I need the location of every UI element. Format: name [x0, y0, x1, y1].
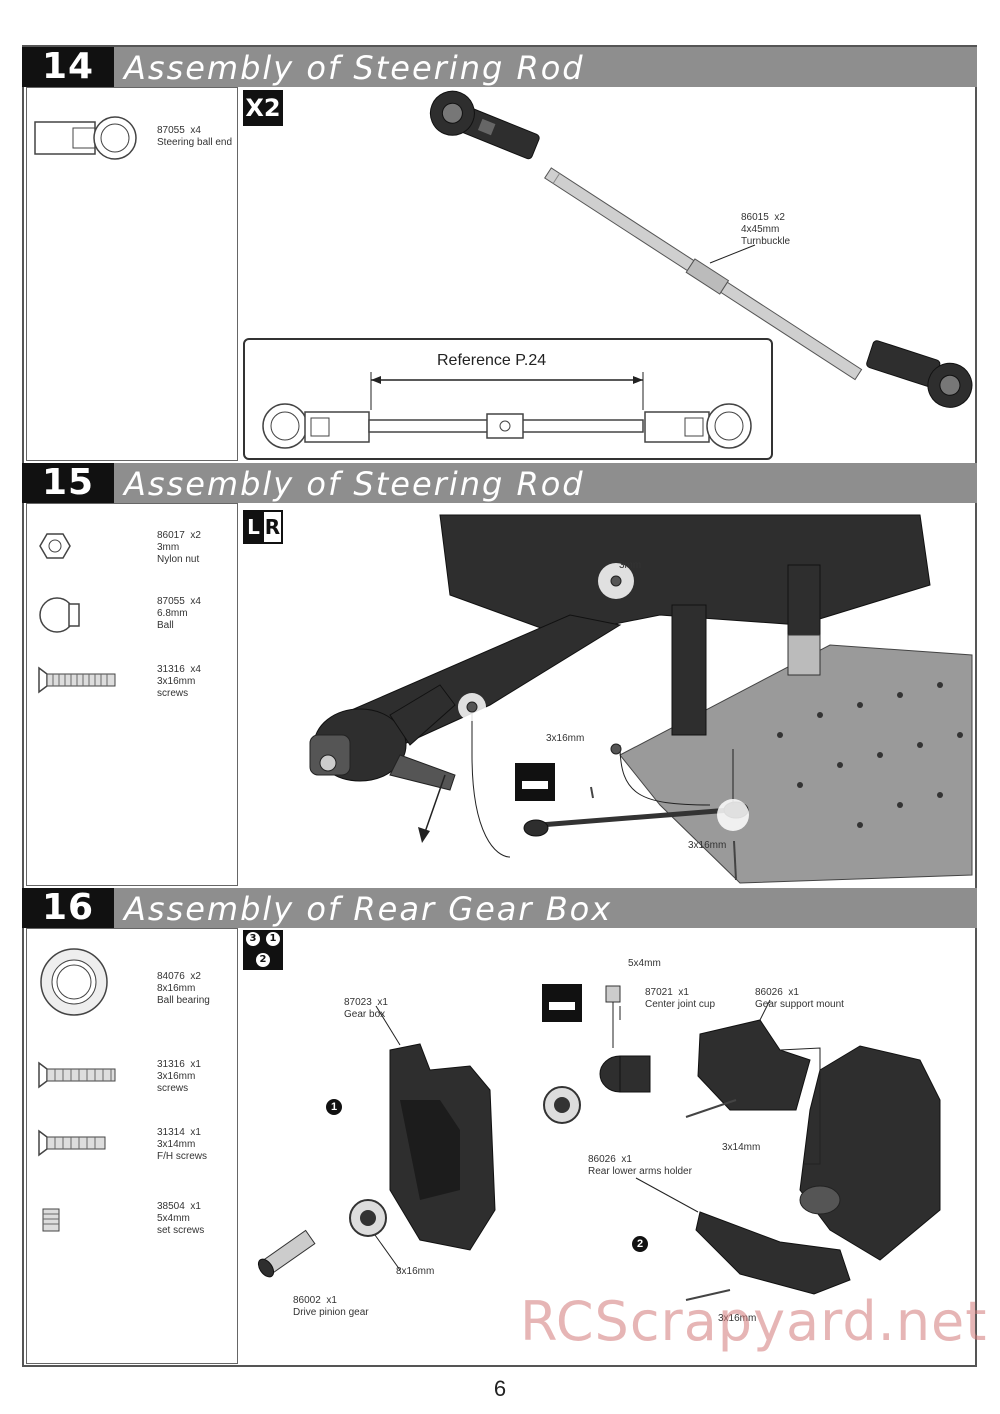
- section-14-title: Assembly of Steering Rod: [124, 49, 585, 87]
- rear-lower-arms-callout: 86026 x1 Rear lower arms holder: [588, 1154, 692, 1177]
- steering-rod-exploded-illustration: [429, 90, 973, 408]
- badge-right-letter: R: [264, 512, 281, 542]
- part-87055-code: 87055 x4: [157, 125, 201, 136]
- section-14-parts-panel: 87055 x4 Steering ball end: [26, 87, 238, 461]
- pinion-callout: 86002 x1 Drive pinion gear: [293, 1295, 369, 1318]
- section-16-header: 16 Assembly of Rear Gear Box: [22, 888, 977, 928]
- part-87055-desc: Steering ball end: [157, 137, 233, 148]
- section-14-header: 14 Assembly of Steering Rod: [22, 47, 977, 87]
- left-right-badge: L R: [243, 510, 283, 544]
- fh-screw-3x14-icon: [38, 1129, 106, 1157]
- gear-box-callout: 87023 x1 Gear box: [344, 997, 388, 1020]
- part-87055b-code: 87055 x4: [157, 596, 201, 607]
- part-31316-code: 31316 x4: [157, 664, 201, 675]
- page-number: 6: [493, 1376, 507, 1401]
- step-order-3: 3: [246, 932, 260, 946]
- set-screw-callout: 5x4mm: [628, 958, 661, 969]
- part-86017-desc: 3mm Nylon nut: [157, 542, 200, 565]
- nylon-nut-icon: [39, 533, 71, 559]
- steering-ball-end-icon: [34, 116, 137, 160]
- section-15-number: 15: [22, 463, 114, 503]
- section-15-header: 15 Assembly of Steering Rod: [22, 463, 977, 503]
- set-screw-icon: [42, 1208, 60, 1232]
- badge-left-letter: L: [247, 515, 260, 539]
- step-order-1: 1: [266, 932, 280, 946]
- screw-right-callout: 3x16mm: [688, 840, 727, 851]
- section-14-number: 14: [22, 47, 114, 87]
- part-31316-desc: 3x16mm screws: [157, 676, 196, 699]
- screw-left-callout: 3x16mm: [546, 733, 585, 744]
- step-order-2: 2: [256, 953, 270, 967]
- turnbuckle-callout: 86015 x2 4x45mm Turnbuckle: [741, 212, 791, 247]
- screw-3x14-callout: 3x14mm: [722, 1142, 761, 1153]
- watermark: RCScrapyard.net: [520, 1290, 988, 1353]
- reference-box: Reference P.24: [243, 338, 773, 460]
- front-steering-illustration: [309, 514, 973, 884]
- part-31314-desc: 3x14mm F/H screws: [157, 1139, 207, 1162]
- section-15-title: Assembly of Steering Rod: [124, 465, 585, 503]
- step-1-marker: 1: [326, 1099, 342, 1115]
- part-31316b-desc: 3x16mm screws: [157, 1071, 196, 1094]
- section-15-parts-panel: 86017 x2 3mm Nylon nut 87055 x4 6.8mm Ba…: [26, 503, 238, 886]
- section-16-parts-panel: 84076 x2 8x16mm Ball bearing 31316 x1 3x…: [26, 928, 238, 1364]
- part-87055b-desc: 6.8mm Ball: [157, 608, 188, 631]
- screw-3x16-callout: 3x16mm: [718, 1313, 757, 1324]
- ball-icon: [39, 597, 80, 633]
- assembled-rod-diagram: [262, 372, 752, 449]
- part-38504-code: 38504 x1: [157, 1201, 201, 1212]
- part-31314-code: 31314 x1: [157, 1127, 201, 1138]
- rear-gearbox-illustration: [257, 984, 941, 1301]
- page-frame: [22, 45, 977, 1367]
- section-16-number: 16: [22, 888, 114, 928]
- screw-3x16-icon: [38, 666, 116, 694]
- part-86017-code: 86017 x2: [157, 530, 201, 541]
- section-16-title: Assembly of Rear Gear Box: [124, 890, 613, 928]
- part-84076-desc: 8x16mm Ball bearing: [157, 983, 210, 1006]
- center-joint-cup-callout: 87021 x1 Center joint cup: [645, 987, 716, 1010]
- part-84076-code: 84076 x2: [157, 971, 201, 982]
- gear-support-callout: 86026 x1 Gear support mount: [755, 987, 844, 1010]
- reference-text: Reference P.24: [437, 352, 547, 369]
- part-38504-desc: 5x4mm set screws: [157, 1213, 205, 1236]
- step-2-marker: 2: [632, 1236, 648, 1252]
- ball-bearing-icon: [40, 948, 108, 1016]
- part-31316b-code: 31316 x1: [157, 1059, 201, 1070]
- x2-badge: X2: [243, 90, 283, 126]
- screw-3x16-icon-16: [38, 1061, 116, 1089]
- bearing-8x16-callout: 8x16mm: [396, 1266, 435, 1277]
- step-order-badge: 3 1 2: [243, 930, 283, 970]
- nut-3mm-callout: 3mm: [619, 560, 642, 571]
